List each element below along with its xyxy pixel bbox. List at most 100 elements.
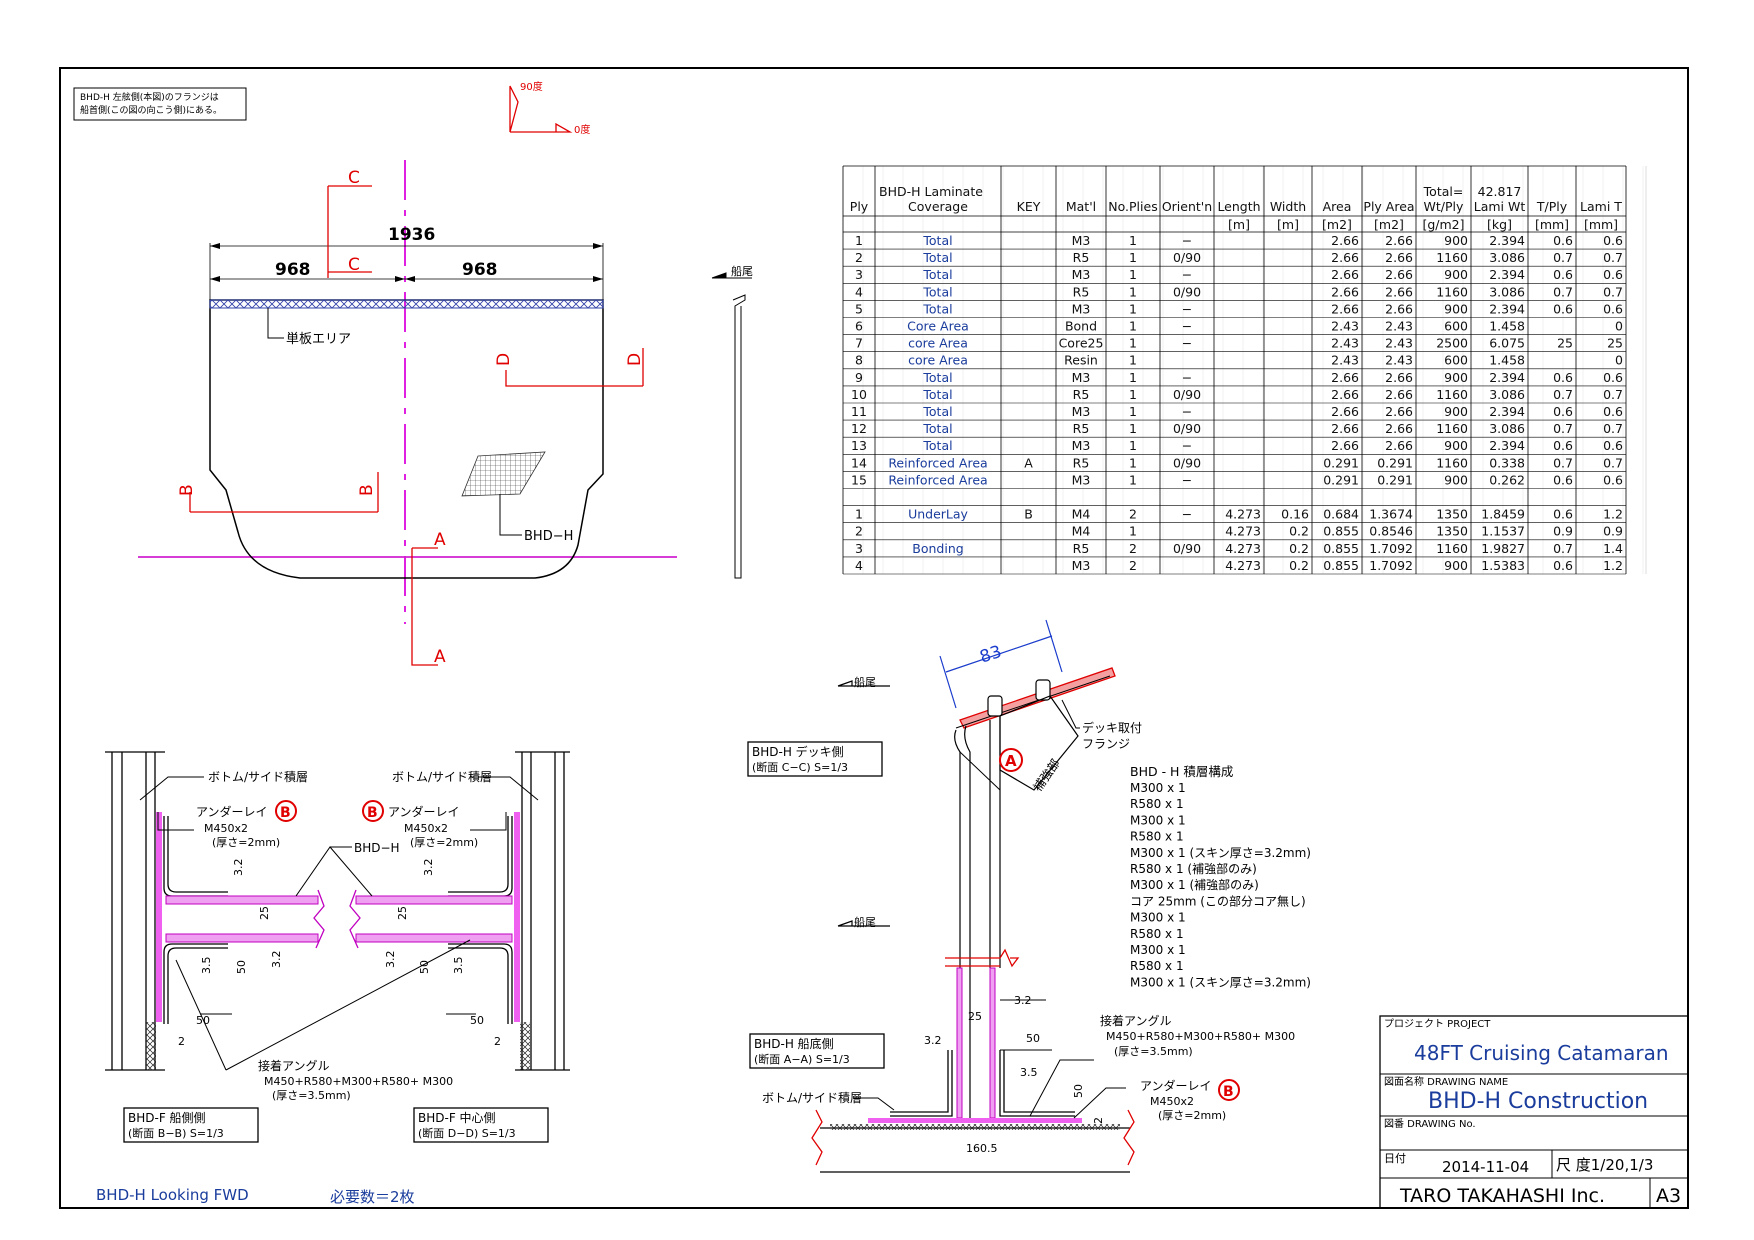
table-header-5: Orient'n <box>1162 199 1212 214</box>
table-cell: 0.6 <box>1553 558 1573 573</box>
marker-b-ca-text: B <box>1223 1084 1234 1100</box>
svg-text:3.2: 3.2 <box>1014 994 1032 1007</box>
table-unit-6: [m] <box>1228 217 1250 232</box>
section-d-left: D <box>494 353 514 366</box>
svg-text:BHD-F 船側側: BHD-F 船側側 <box>128 1111 206 1125</box>
table-cell: 2.394 <box>1489 370 1525 385</box>
table-cell: 0.291 <box>1377 455 1413 470</box>
table-cell: 0.6 <box>1553 438 1573 453</box>
angle-0-label: 0度 <box>574 123 590 136</box>
table-cell: Reinforced Area <box>888 455 987 470</box>
ca-underlay-thk: (厚さ=2mm) <box>1158 1109 1226 1122</box>
single-area-label: 単板エリア <box>286 331 351 347</box>
ca-bottom-side: ボトム/サイド積層 <box>762 1090 862 1105</box>
table-cell: 2 <box>1129 507 1137 522</box>
section-bd <box>105 751 570 1071</box>
table-cell: 0/90 <box>1173 455 1201 470</box>
svg-text:BHD-H 船底側: BHD-H 船底側 <box>754 1036 834 1051</box>
table-cell: 0.291 <box>1323 455 1359 470</box>
table-cell: 2.394 <box>1489 438 1525 453</box>
table-cell: M3 <box>1072 404 1091 419</box>
table-cell: 1 <box>1129 233 1137 248</box>
table-cell: 1.7092 <box>1369 541 1413 556</box>
svg-text:(断面 D−D) S=1/3: (断面 D−D) S=1/3 <box>418 1126 516 1140</box>
marker-b-right <box>362 800 384 822</box>
table-cell: M3 <box>1072 558 1091 573</box>
table-header-10-b: Wt/Ply <box>1424 199 1464 214</box>
table-cell: core Area <box>908 353 968 368</box>
bd-underlay-spec-right: M450x2 <box>404 822 448 835</box>
table-cell: Total <box>922 438 952 453</box>
table-cell: 1 <box>1129 421 1137 436</box>
table-cell: 900 <box>1444 301 1468 316</box>
svg-text:25: 25 <box>258 906 271 920</box>
table-cell: Bond <box>1065 319 1097 334</box>
table-cell: 900 <box>1444 370 1468 385</box>
table-cell: M3 <box>1072 267 1091 282</box>
section-a-bottom: A <box>434 647 446 667</box>
dim-overall-width: 1936 <box>388 225 435 245</box>
layup-line: M300 x 1 <box>1130 781 1186 795</box>
table-cell: 0.338 <box>1489 455 1525 470</box>
svg-text:50: 50 <box>1072 1084 1085 1098</box>
svg-text:船首側(この図の向こう側)にある。: 船首側(この図の向こう側)にある。 <box>80 104 222 116</box>
date-label: 日付 <box>1384 1152 1406 1165</box>
table-unit-8: [m2] <box>1322 217 1352 232</box>
table-cell: Core Area <box>907 319 969 334</box>
table-cell: Total <box>922 284 952 299</box>
svg-text:3.5: 3.5 <box>452 957 465 975</box>
table-cell: 0.16 <box>1281 507 1309 522</box>
table-cell: 0.6 <box>1553 370 1573 385</box>
bd-angle-thk: (厚さ=3.5mm) <box>272 1089 351 1102</box>
table-cell: Total <box>922 267 952 282</box>
deck-flange-1: デッキ取付 <box>1082 720 1142 735</box>
table-cell: 0.7 <box>1603 455 1623 470</box>
panel-label: BHD−H <box>524 529 573 544</box>
svg-text:3.2: 3.2 <box>232 859 245 877</box>
marker-b-left-text: B <box>280 805 291 821</box>
table-cell: 1.5383 <box>1481 558 1525 573</box>
table-cell: 0.6 <box>1603 438 1623 453</box>
table-cell: 0.6 <box>1603 233 1623 248</box>
table-cell: 2.66 <box>1385 421 1413 436</box>
table-cell: 1.2 <box>1603 507 1623 522</box>
table-cell: 3.086 <box>1489 387 1525 402</box>
table-cell: 0.7 <box>1553 421 1573 436</box>
table-cell: − <box>1182 319 1192 334</box>
section-c-top: C <box>348 168 360 188</box>
table-cell: 25 <box>1557 336 1573 351</box>
layup-line: R580 x 1 <box>1130 797 1184 811</box>
table-header-8: Area <box>1323 199 1352 214</box>
bd-underlay-right: アンダーレイ <box>388 804 460 819</box>
deck-flange-2: フランジ <box>1082 737 1130 751</box>
table-cell: − <box>1182 233 1192 248</box>
table-cell: 3.086 <box>1489 250 1525 265</box>
ca-dimension-labels: 3.2 25 3.2 50 3.5 50 2 160.5 <box>924 994 1105 1155</box>
table-cell: 2 <box>855 250 863 265</box>
table-unit-13: [mm] <box>1584 217 1618 232</box>
table-cell: 1.8459 <box>1481 507 1525 522</box>
table-header-1-b: Coverage <box>908 199 968 214</box>
table-cell: 0.6 <box>1553 267 1573 282</box>
layup-line: R580 x 1 <box>1130 959 1184 973</box>
ca-angle-label: 接着アングル <box>1100 1013 1172 1028</box>
table-cell: 1 <box>1129 250 1137 265</box>
table-cell: R5 <box>1073 541 1090 556</box>
table-cell: 0.2 <box>1289 558 1309 573</box>
table-cell: 1 <box>1129 319 1137 334</box>
table-cell: 1.3674 <box>1369 507 1413 522</box>
table-header-2: KEY <box>1017 199 1041 214</box>
table-cell: 2.66 <box>1331 267 1359 282</box>
table-cell: 2.394 <box>1489 233 1525 248</box>
table-cell: Total <box>922 250 952 265</box>
layup-line: R580 x 1 <box>1130 830 1184 844</box>
svg-text:50: 50 <box>235 960 248 974</box>
table-cell: 1160 <box>1436 250 1468 265</box>
table-cell: 9 <box>855 370 863 385</box>
project-label: プロジェクト PROJECT <box>1384 1018 1491 1030</box>
layup-line: R580 x 1 <box>1130 927 1184 941</box>
svg-text:2: 2 <box>178 1035 185 1048</box>
bd-underlay-thk-right: (厚さ=2mm) <box>410 836 478 849</box>
table-header-11-a: 42.817 <box>1478 184 1522 199</box>
